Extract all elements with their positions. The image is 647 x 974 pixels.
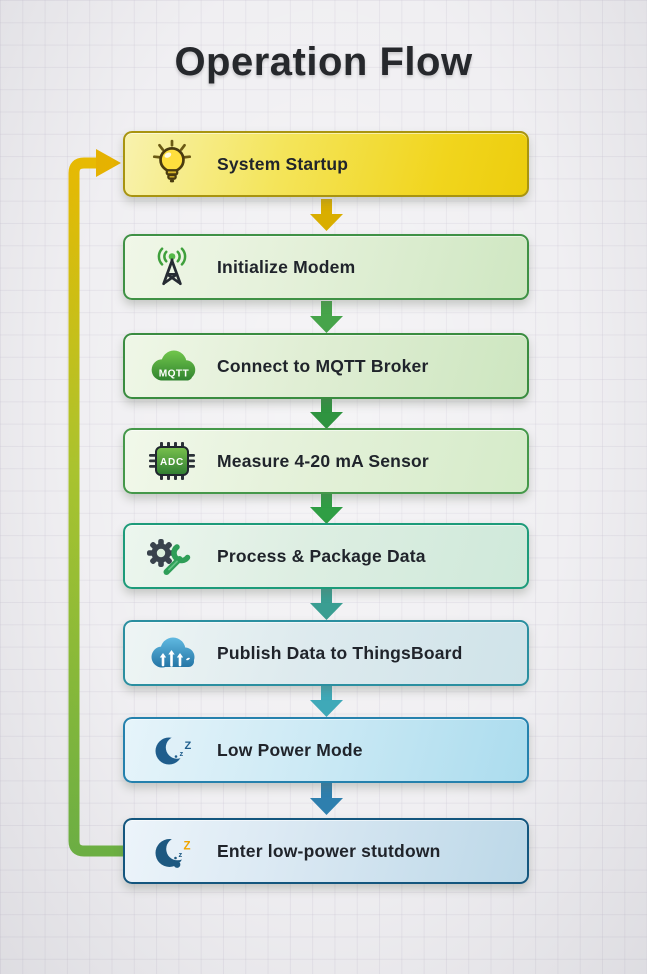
down-arrow-1-2 <box>310 199 343 231</box>
flow-node-enter-low-power-shutdown: z Z Enter low-power stutdown <box>123 818 529 884</box>
page-title: Operation Flow <box>174 40 473 84</box>
moon-sleep-icon: z Z <box>141 723 203 777</box>
svg-text:ADC: ADC <box>160 457 184 468</box>
down-arrow-2-3 <box>310 301 343 333</box>
flow-node-label: Initialize Modem <box>217 256 356 277</box>
flow-node-label: System Startup <box>217 153 349 174</box>
down-arrow-6-7 <box>310 685 343 717</box>
svg-text:Z: Z <box>185 740 192 752</box>
svg-text:z: z <box>179 850 183 859</box>
mqtt-cloud-icon: MQTT <box>141 339 203 393</box>
down-arrow-5-6 <box>310 588 343 620</box>
flow-node-label: Enter low-power stutdown <box>217 840 441 861</box>
flow-node-label: Measure 4-20 mA Sensor <box>217 450 429 471</box>
flow-node-label: Connect to MQTT Broker <box>217 355 429 376</box>
cloud-upload-icon <box>141 626 203 680</box>
flow-node-publish-thingsboard: Publish Data to ThingsBoard <box>123 620 529 686</box>
lightbulb-icon <box>141 137 203 191</box>
down-arrow-3-4 <box>310 397 343 429</box>
svg-text:MQTT: MQTT <box>159 369 190 380</box>
flow-node-label: Process & Package Data <box>217 545 426 566</box>
flow-node-process-package: Process & Package Data <box>123 523 529 589</box>
svg-text:z: z <box>180 749 184 758</box>
moon-sleep-icon: z Z <box>141 824 203 878</box>
down-arrow-4-5 <box>310 492 343 524</box>
flow-node-initialize-modem: Initialize Modem <box>123 234 529 300</box>
antenna-icon <box>141 240 203 294</box>
flow-node-label: Low Power Mode <box>217 739 363 760</box>
flow-node-label: Publish Data to ThingsBoard <box>217 642 463 663</box>
flow-node-system-startup: System Startup <box>123 131 529 197</box>
flow-node-low-power-mode: z Z Low Power Mode <box>123 717 529 783</box>
svg-text:Z: Z <box>184 841 191 853</box>
adc-chip-icon: ADC <box>141 434 203 488</box>
gear-wrench-icon <box>141 529 203 583</box>
down-arrow-7-8 <box>310 783 343 815</box>
flow-node-connect-mqtt: MQTT Connect to MQTT Broker <box>123 333 529 399</box>
flow-node-measure-sensor: ADC Measure 4-20 mA Sensor <box>123 428 529 494</box>
